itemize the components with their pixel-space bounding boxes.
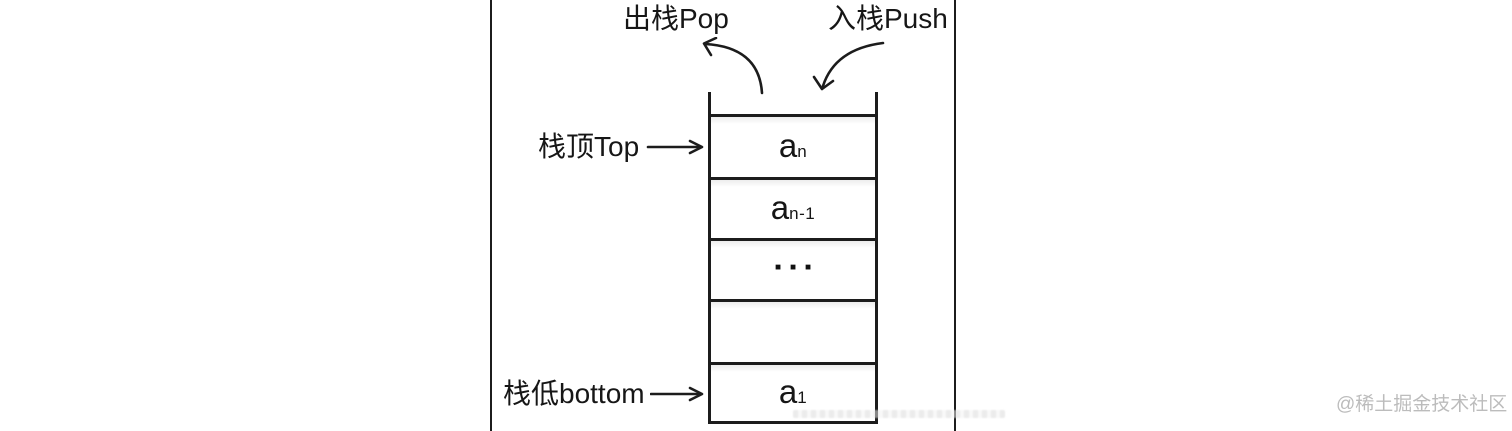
- stack-cell-divider: [708, 177, 878, 180]
- community-watermark: @稀土掘金技术社区: [1336, 394, 1508, 415]
- cell-value-base: a: [778, 373, 798, 410]
- stack-bottom-line: [708, 421, 878, 424]
- bottom-pointer-arrow-icon: [650, 386, 704, 402]
- stack-cell-divider: [708, 238, 878, 241]
- cell-value-base: a: [770, 189, 790, 226]
- stack-cell-ellipsis: ■■■: [774, 262, 821, 273]
- stack-cell-divider: [708, 362, 878, 365]
- cell-shading: [711, 180, 875, 187]
- frame-left-border: [490, 0, 492, 431]
- cell-shading: [711, 241, 875, 248]
- cell-shading: [711, 302, 875, 309]
- stack-cell-divider: [708, 299, 878, 302]
- cell-value-subscript: n: [797, 142, 808, 161]
- cell-shading: [711, 365, 875, 372]
- stack-right-wall: [875, 92, 878, 424]
- cell-value-subscript: 1: [797, 388, 808, 407]
- push-arrow-icon: [812, 41, 885, 91]
- stack-cell-divider: [708, 114, 878, 117]
- cell-value-base: a: [778, 127, 798, 164]
- frame-right-border: [954, 0, 956, 431]
- faint-watermark-smudge: [793, 410, 1005, 418]
- stack-cell-an-1: an-1: [708, 188, 878, 228]
- pop-operation-label: 出栈Pop: [623, 3, 729, 34]
- top-pointer-arrow-icon: [646, 139, 704, 155]
- pop-arrow-icon: [702, 37, 764, 95]
- stack-top-pointer-label: 栈顶Top: [538, 131, 640, 162]
- stack-cell-an: an: [708, 126, 878, 166]
- stack-left-wall: [708, 92, 711, 424]
- stack-cell-a1: a1: [708, 372, 878, 412]
- cell-value-subscript: n-1: [789, 204, 816, 223]
- cell-shading: [711, 117, 875, 124]
- stack-bottom-pointer-label: 栈低bottom: [503, 378, 645, 409]
- push-operation-label: 入栈Push: [828, 3, 948, 34]
